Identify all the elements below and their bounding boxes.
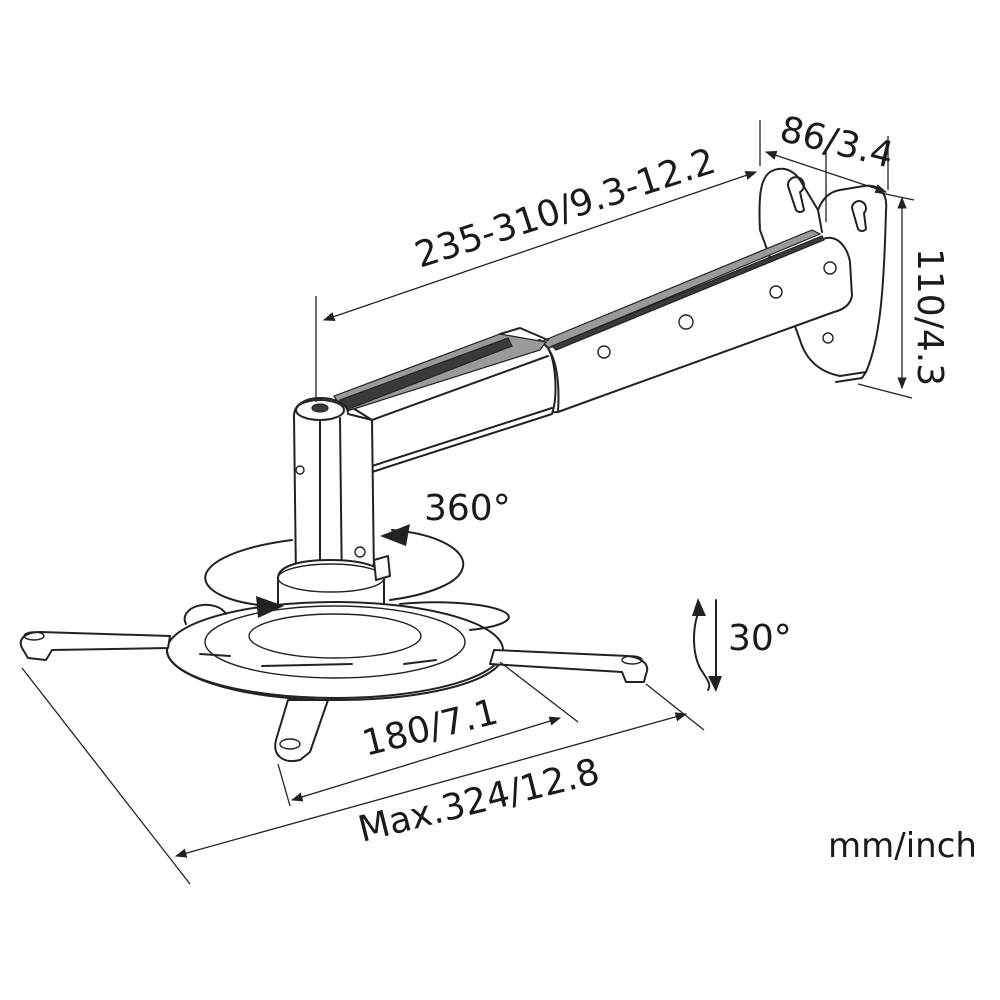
swivel-label: 360° [424,488,511,529]
max-span-label: Max.324/12.8 [354,751,603,851]
swivel-arrow-icon [204,524,465,618]
outer-arm-tube [537,229,853,414]
projector-plate [166,601,510,701]
tilt-label: 30° [728,618,792,659]
inner-arm-tube [333,327,557,473]
tilt-arrow-icon [692,598,722,692]
arm-length-label: 235-310/9.3-12.2 [410,141,720,277]
keyhole-slot-right [851,200,867,232]
wall-plate-height-label: 110/4.3 [909,248,950,386]
units-label: mm/inch [828,826,977,866]
dimension-lines [21,120,915,885]
plate-diameter-label: 180/7.1 [358,692,502,765]
wall-plate-depth-label: 86/3.4 [776,109,898,177]
